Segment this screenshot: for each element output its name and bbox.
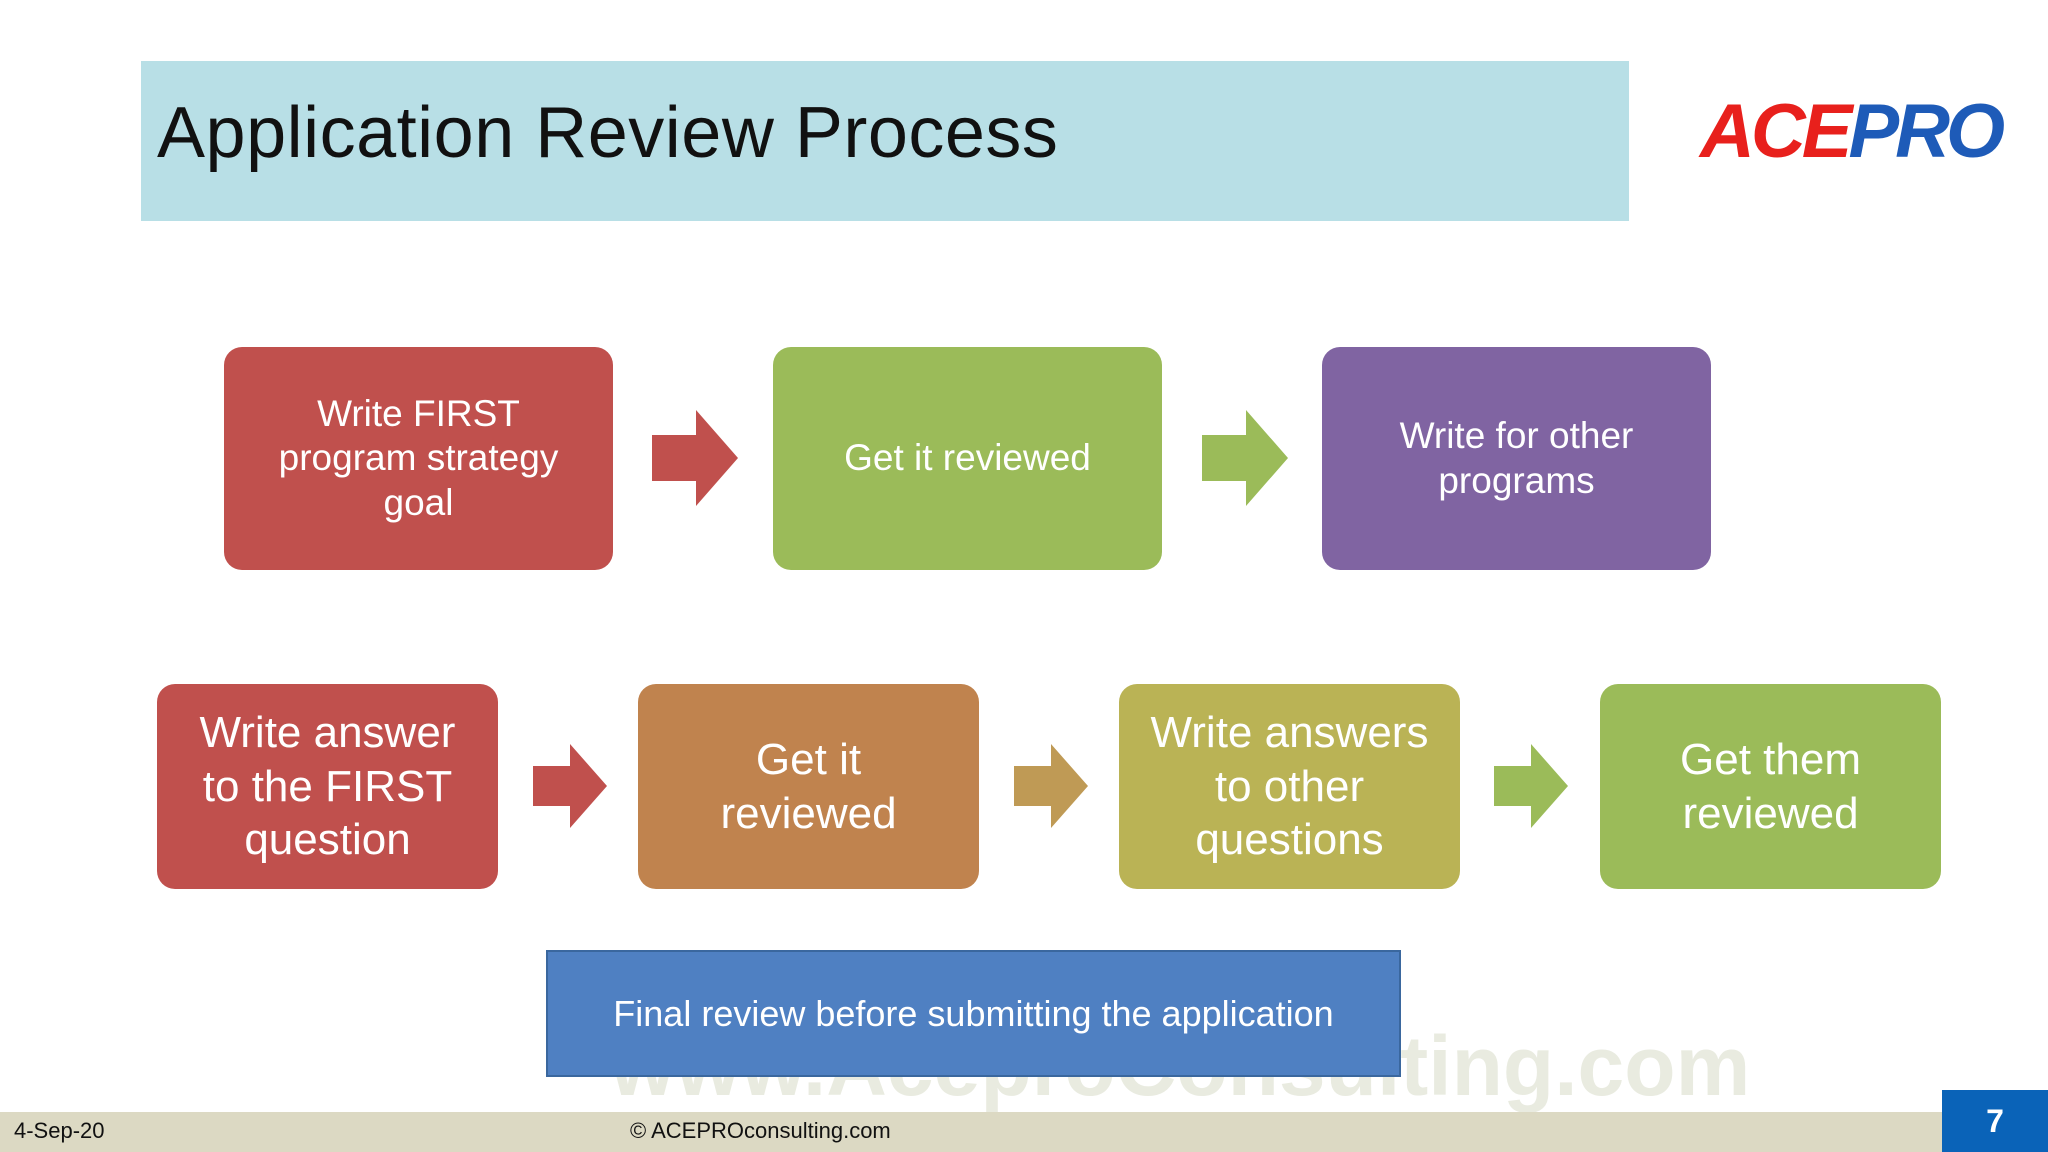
arrow-right-icon [652,410,738,506]
footer-bar [0,1112,2048,1152]
arrow-right-icon [1494,744,1568,828]
final-review-box: Final review before submitting the appli… [546,950,1401,1077]
step-write-other-answers: Write answers to other questions [1119,684,1460,889]
arrow-right-icon [533,744,607,828]
step-write-first-goal: Write FIRST program strategy goal [224,347,613,570]
slide-title: Application Review Process [157,93,1059,173]
title-band [141,61,1629,221]
step-get-it-reviewed: Get it reviewed [773,347,1162,570]
footer-date: 4-Sep-20 [14,1118,105,1143]
acepro-logo: ACEPRO [1700,89,2005,174]
arrow-right-icon [1202,410,1288,506]
step-write-other-programs: Write for other programs [1322,347,1711,570]
step-get-it-reviewed-2: Get it reviewed [638,684,979,889]
footer-copyright: © ACEPROconsulting.com [630,1118,891,1143]
step-write-first-answer: Write answer to the FIRST question [157,684,498,889]
step-get-them-reviewed: Get them reviewed [1600,684,1941,889]
arrow-right-icon [1014,744,1088,828]
page-number: 7 [1942,1090,2048,1152]
